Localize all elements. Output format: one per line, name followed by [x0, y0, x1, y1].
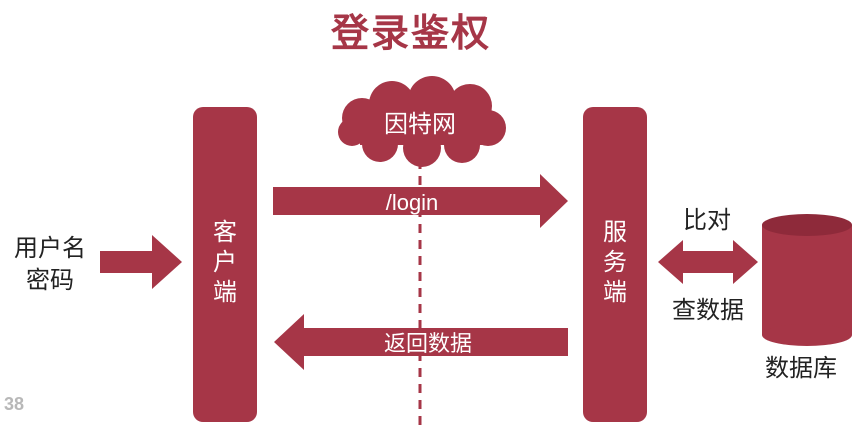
query-label: 查数据: [672, 296, 744, 324]
client-label-line3: 端: [213, 278, 237, 306]
input-arrow: [100, 235, 182, 289]
server-label-line1: 服: [603, 218, 627, 246]
database-cylinder: [762, 214, 852, 346]
internet-label: 因特网: [384, 110, 456, 138]
credentials-label: 用户名 密码: [8, 232, 92, 296]
server-bar: [583, 107, 647, 422]
server-label-line3: 端: [603, 278, 627, 306]
response-arrow: [274, 314, 568, 370]
client-label-line1: 客: [213, 218, 237, 246]
credentials-label-line2: 密码: [26, 266, 74, 294]
credentials-label-line1: 用户名: [14, 234, 86, 262]
compare-double-arrow: [658, 240, 758, 284]
database-label: 数据库: [765, 354, 837, 382]
page-title: 登录鉴权: [330, 11, 491, 55]
response-label: 返回数据: [384, 332, 472, 357]
client-label-line2: 户: [213, 248, 237, 276]
slide-number: 38: [4, 394, 25, 414]
request-arrow: [273, 174, 568, 228]
internet-cloud: 因特网: [338, 76, 506, 167]
server-label-line2: 务: [603, 248, 627, 276]
request-label: /login: [386, 190, 439, 215]
compare-label: 比对: [683, 206, 731, 234]
client-bar: [193, 107, 257, 422]
